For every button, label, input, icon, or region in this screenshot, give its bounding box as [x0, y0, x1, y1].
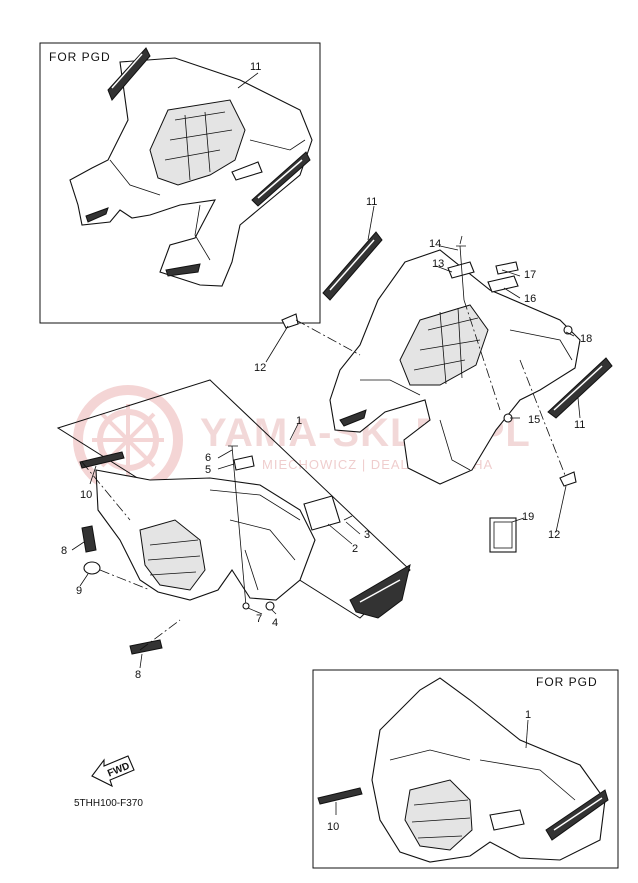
callout-17: 17 — [524, 269, 536, 281]
pgd-box-title: FOR PGD — [536, 675, 598, 689]
pgd-box-top-left: FOR PGD 11 — [39, 42, 321, 324]
callout-1: 1 — [296, 415, 302, 427]
callout-12b: 12 — [548, 529, 560, 541]
callout-19: 19 — [522, 511, 534, 523]
callout-14: 14 — [429, 238, 441, 250]
callout-3: 3 — [364, 529, 370, 541]
callout-10: 10 — [80, 489, 92, 501]
callout-9: 9 — [76, 585, 82, 597]
callout-16: 16 — [524, 293, 536, 305]
callout-15: 15 — [528, 414, 540, 426]
callout-12a: 12 — [254, 362, 266, 374]
callout-8b: 8 — [135, 669, 141, 681]
callout-13: 13 — [432, 258, 444, 270]
callout-4: 4 — [272, 617, 278, 629]
callouts: 1 2 3 4 5 6 7 8 8 9 10 11 11 12 12 13 14… — [61, 196, 592, 681]
callout-6: 6 — [205, 452, 211, 464]
callout-18: 18 — [580, 333, 592, 345]
rear-fender-pgd-illustration — [69, 47, 313, 287]
callout-11a: 11 — [366, 196, 377, 208]
drawing-code: 5THH100-F370 — [74, 798, 143, 809]
callout-10-pgd: 10 — [327, 821, 339, 833]
front-fender-pgd-illustration — [317, 677, 609, 863]
callout-11-pgd: 11 — [250, 61, 261, 73]
fwd-arrow-icon: FWD — [91, 755, 135, 788]
callout-1-pgd: 1 — [525, 709, 531, 721]
front-fender-illustration — [56, 379, 411, 655]
pgd-box-title: FOR PGD — [49, 50, 111, 64]
callout-2: 2 — [352, 543, 358, 555]
callout-8a: 8 — [61, 545, 67, 557]
pgd-box-bottom-right: FOR PGD 1 10 — [312, 669, 619, 869]
callout-5: 5 — [205, 464, 211, 476]
callout-11b: 11 — [574, 419, 585, 431]
leader-lines — [71, 205, 581, 669]
rear-fender-illustration — [281, 231, 613, 553]
callout-7: 7 — [256, 613, 262, 625]
